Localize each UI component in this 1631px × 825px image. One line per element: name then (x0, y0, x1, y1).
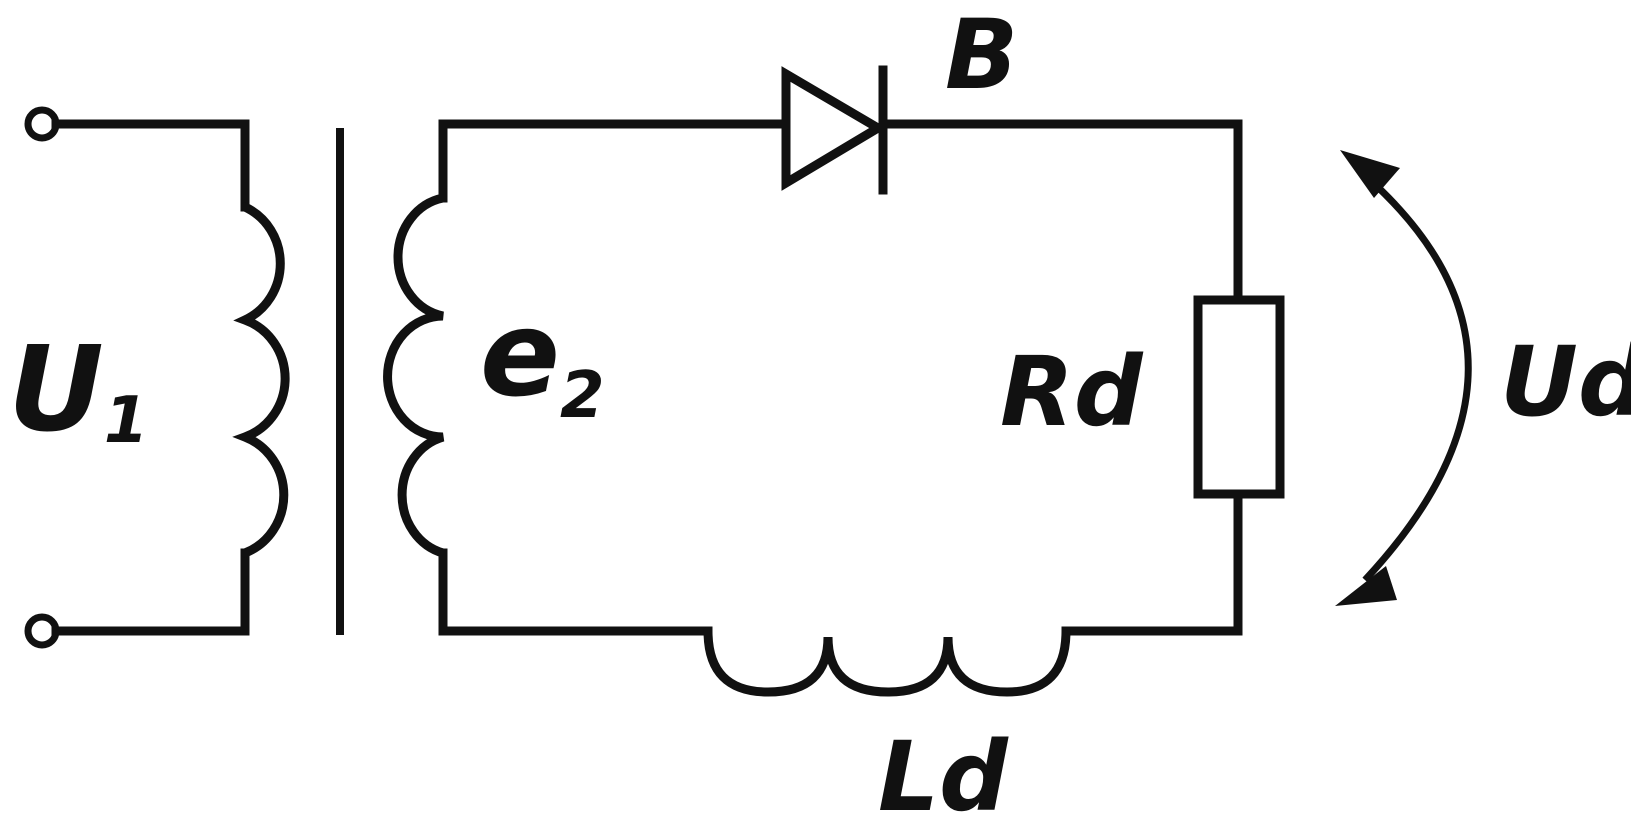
primary-winding (232, 202, 290, 558)
load-voltage-arrow-head-bottom (1335, 566, 1397, 606)
diode-label: B (945, 0, 1018, 111)
load-voltage-label: Ud (1500, 326, 1631, 438)
secondary-wire-top (438, 119, 791, 203)
secondary-emf-label: e2 (480, 285, 605, 433)
output-wire-bottom (1061, 489, 1243, 636)
primary-wire-bottom (51, 548, 250, 636)
primary-wire-top (51, 119, 250, 212)
input-voltage-label: U1 (8, 320, 148, 458)
load-voltage-arrow-head-top (1340, 150, 1400, 198)
secondary-wire-bottom (438, 548, 713, 636)
load-resistor-label: Rd (1000, 336, 1144, 448)
load-resistor-symbol (1193, 295, 1285, 499)
diode-symbol (781, 66, 887, 191)
secondary-winding (383, 193, 448, 558)
inductor-symbol (703, 626, 1071, 697)
inductor-label: Ld (878, 721, 1009, 825)
load-voltage-arrow (1362, 175, 1472, 583)
output-wire-top (878, 119, 1243, 305)
